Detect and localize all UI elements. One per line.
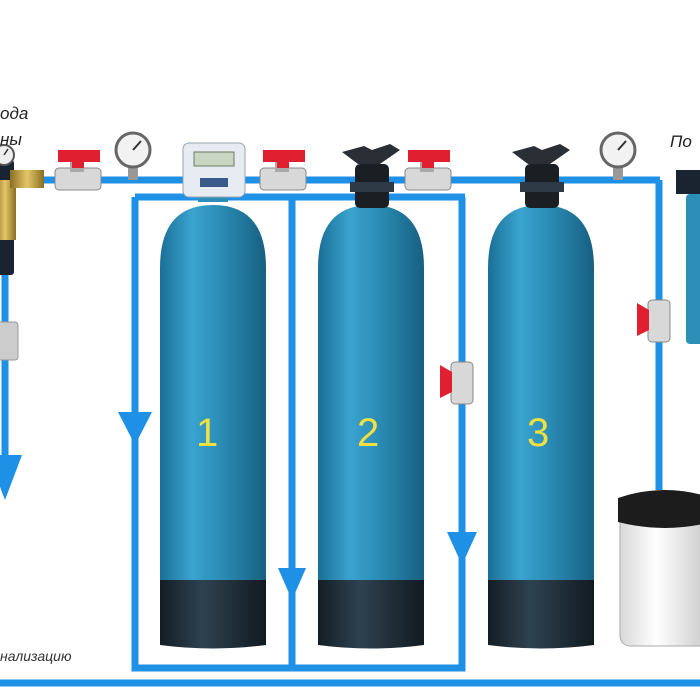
filter-head-2[interactable] <box>342 144 400 208</box>
down-arrow-right <box>447 532 477 565</box>
ball-valve-1[interactable] <box>54 150 102 191</box>
outlet-label: По <box>670 132 692 151</box>
filter-tank-1: 1 <box>160 190 266 649</box>
flow-arrows <box>0 412 477 600</box>
ball-valve-3[interactable] <box>404 150 452 191</box>
control-unit-display <box>193 151 235 167</box>
filter-number-1: 1 <box>196 411 218 455</box>
ball-valve-2[interactable] <box>259 150 307 191</box>
control-unit[interactable] <box>182 142 246 198</box>
filter-number-2: 2 <box>357 411 379 455</box>
pressure-gauge-2 <box>599 131 637 180</box>
cartridge-filter <box>676 170 700 344</box>
inlet-label-line-2: ны <box>0 130 22 149</box>
mesh-prefilter <box>0 144 44 361</box>
inlet-label-line-1: ода <box>0 104 29 123</box>
drain-label: нализацию <box>0 648 72 664</box>
inlet-pressure-gauge <box>0 144 15 166</box>
bypass-valve[interactable] <box>440 361 474 405</box>
down-arrow-inlet <box>0 455 22 500</box>
down-arrow-middle <box>278 568 306 600</box>
filter-number-3: 3 <box>527 411 549 455</box>
filter-tank-2: 2 <box>318 205 424 649</box>
salt-tank-valve[interactable] <box>637 299 671 343</box>
filter-head-3[interactable] <box>512 144 570 208</box>
down-arrow-left <box>118 412 152 445</box>
brine-tank <box>618 490 700 647</box>
tank2-bypass-pipe <box>292 197 466 672</box>
pressure-gauge-1 <box>114 131 152 180</box>
filter-tank-3: 3 <box>488 205 594 649</box>
